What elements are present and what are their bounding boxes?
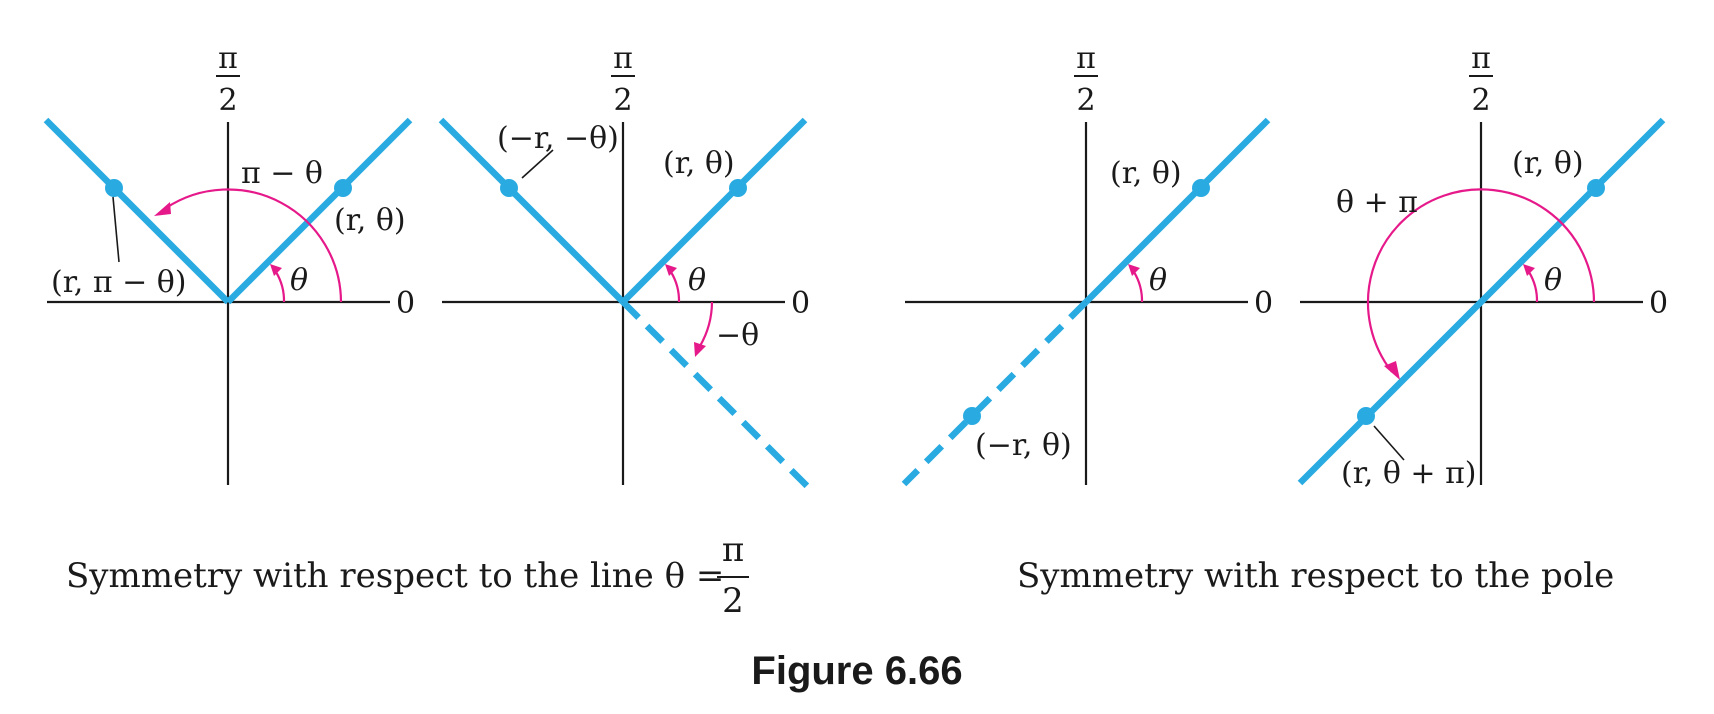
axis-top-numerator: π bbox=[613, 41, 633, 76]
panel-pole-symmetry-2: π 2 0 θ θ + π (r, θ) (r, θ + π) bbox=[1297, 41, 1668, 491]
axis-top-numerator: π bbox=[218, 41, 238, 76]
caption-left-text: Symmetry with respect to the line θ = bbox=[66, 556, 724, 596]
arc-theta-plus-pi-arrow bbox=[1384, 361, 1400, 380]
ray-theta bbox=[1083, 117, 1271, 305]
angle-theta-label: θ bbox=[1544, 263, 1562, 298]
axis-top-denominator: 2 bbox=[218, 83, 237, 118]
point-r-pi-minus-theta bbox=[105, 179, 123, 197]
leader-point-b bbox=[1373, 425, 1405, 461]
angle-theta-arc bbox=[275, 271, 286, 303]
axis-top-denominator: 2 bbox=[613, 83, 632, 118]
point-r-theta bbox=[1587, 179, 1605, 197]
angle-theta-arc bbox=[1133, 271, 1144, 303]
point-r-theta bbox=[334, 179, 352, 197]
ray-theta bbox=[225, 117, 413, 305]
caption-left: Symmetry with respect to the line θ = π … bbox=[66, 530, 749, 621]
point-r-theta bbox=[729, 179, 747, 197]
angle-theta-arrow bbox=[1523, 264, 1535, 276]
angle-neg-theta-label: −θ bbox=[716, 318, 759, 353]
point-neg-r-theta bbox=[963, 407, 981, 425]
figure-title: Figure 6.66 bbox=[751, 649, 962, 693]
angle-neg-theta-arrow bbox=[694, 342, 706, 357]
caption-left-fraction-denominator: 2 bbox=[722, 581, 744, 621]
angle-theta-arrow bbox=[1128, 264, 1140, 276]
point-b-label: (−r, θ) bbox=[975, 428, 1072, 463]
point-b-label: (r, π − θ) bbox=[51, 265, 187, 300]
axis-top-denominator: 2 bbox=[1471, 83, 1490, 118]
angle-theta-arrow bbox=[270, 264, 282, 276]
arc-pi-minus-theta-arrow bbox=[154, 202, 171, 216]
ray-neg-r-dashed bbox=[901, 299, 1089, 487]
caption-left-fraction-numerator: π bbox=[722, 530, 744, 570]
axis-right-label: 0 bbox=[1649, 286, 1668, 321]
ray-theta bbox=[620, 117, 808, 305]
point-a-label: (r, θ) bbox=[1110, 156, 1182, 191]
angle-theta-label: θ bbox=[290, 263, 308, 298]
angle-theta-arc bbox=[670, 271, 681, 303]
point-a-label: (r, θ) bbox=[334, 203, 406, 238]
axis-right-label: 0 bbox=[791, 286, 810, 321]
axis-top-denominator: 2 bbox=[1076, 83, 1095, 118]
axis-top-numerator: π bbox=[1471, 41, 1491, 76]
angle-neg-theta-arc bbox=[699, 301, 714, 347]
point-r-theta bbox=[1192, 179, 1210, 197]
point-a-label: (r, θ) bbox=[663, 146, 735, 181]
ray-neg-theta-dashed bbox=[620, 299, 810, 489]
point-r-theta-plus-pi bbox=[1357, 407, 1375, 425]
panel-pole-symmetry-1: π 2 0 θ (r, θ) (−r, θ) bbox=[901, 41, 1273, 487]
angle-theta-label: θ bbox=[688, 263, 706, 298]
arc-label: π − θ bbox=[241, 156, 323, 191]
axis-top-numerator: π bbox=[1076, 41, 1096, 76]
angle-theta-arc bbox=[1528, 271, 1539, 303]
leader-point-b bbox=[112, 196, 120, 263]
angle-theta-arrow bbox=[665, 264, 677, 276]
arc-pi-minus-theta bbox=[165, 188, 343, 303]
point-a-label: (r, θ) bbox=[1512, 146, 1584, 181]
caption-right: Symmetry with respect to the pole bbox=[1017, 556, 1614, 596]
arc-theta-plus-pi bbox=[1366, 188, 1596, 373]
point-b-label: (−r, −θ) bbox=[497, 121, 619, 156]
panel-line-symmetry-1: π 2 0 θ π − θ (r, θ) (r, π − θ) bbox=[43, 41, 415, 485]
point-b-label: (r, θ + π) bbox=[1341, 456, 1477, 491]
arc-label: θ + π bbox=[1336, 185, 1418, 220]
ray-neg-r-neg-theta bbox=[438, 117, 626, 305]
angle-theta-label: θ bbox=[1149, 263, 1167, 298]
leader-point-b bbox=[521, 149, 554, 179]
axis-right-label: 0 bbox=[1254, 286, 1273, 321]
panel-line-symmetry-2: π 2 0 θ −θ (r, θ) (−r, −θ) bbox=[438, 41, 810, 489]
ray-pi-minus-theta bbox=[43, 117, 231, 305]
point-neg-r-neg-theta bbox=[500, 179, 518, 197]
axis-right-label: 0 bbox=[396, 286, 415, 321]
